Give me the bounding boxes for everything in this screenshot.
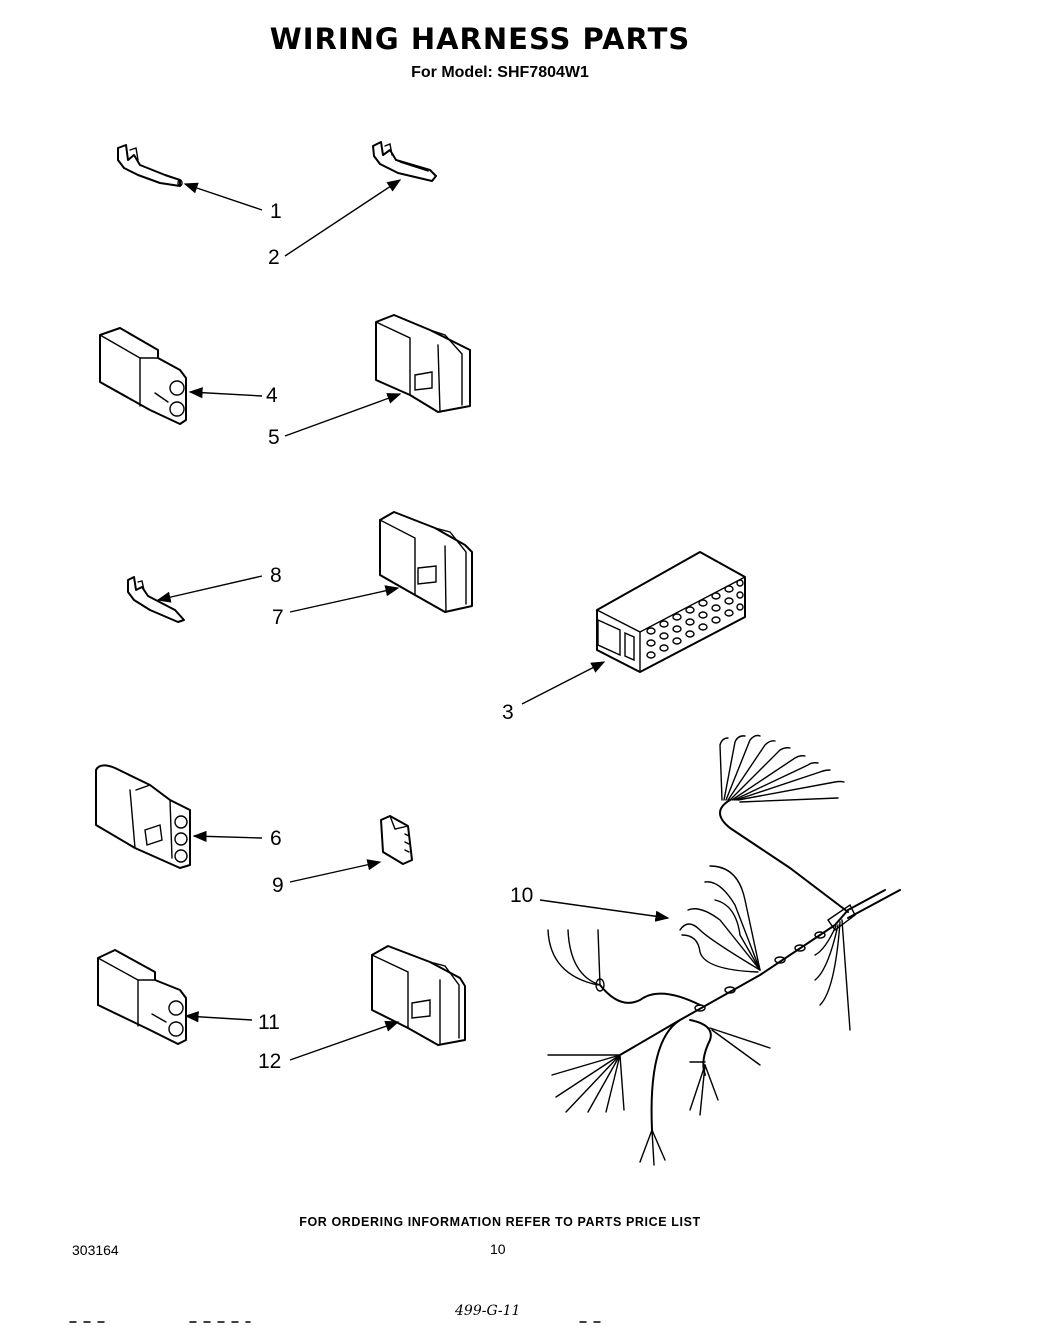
part-6-three-way-connector xyxy=(95,764,191,869)
callout-5: 5 xyxy=(268,426,280,449)
callout-2: 2 xyxy=(268,246,280,269)
leader-7 xyxy=(289,585,400,613)
part-4-two-way-connector xyxy=(99,327,187,425)
leader-4 xyxy=(188,387,263,399)
part-12-latch-connector xyxy=(371,945,466,1046)
callout-4: 4 xyxy=(266,384,278,407)
ordering-note: FOR ORDERING INFORMATION REFER TO PARTS … xyxy=(299,1215,701,1229)
callout-9: 9 xyxy=(272,874,284,897)
callout-8: 8 xyxy=(270,564,282,587)
leader-2 xyxy=(284,179,402,257)
model-subtitle: For Model: SHF7804W1 xyxy=(411,64,589,81)
leader-9 xyxy=(289,859,382,883)
leader-10 xyxy=(539,899,670,922)
pin-grid xyxy=(646,579,744,659)
callout-12: 12 xyxy=(258,1050,281,1073)
part-9-small-clip xyxy=(380,815,413,865)
leader-6 xyxy=(192,830,263,842)
part-2-female-terminal xyxy=(372,141,437,182)
callout-10: 10 xyxy=(510,884,533,907)
callout-7: 7 xyxy=(272,606,284,629)
callout-6: 6 xyxy=(270,827,282,850)
leader-8 xyxy=(156,575,263,603)
leader-12 xyxy=(289,1020,400,1061)
part-1-terminal-pin xyxy=(117,144,183,187)
leader-1 xyxy=(183,182,263,211)
part-8-small-terminal xyxy=(127,576,185,623)
document-number: 303164 xyxy=(72,1242,119,1258)
part-5-latched-connector xyxy=(375,314,471,413)
handwritten-note: 499-G-11 xyxy=(455,1303,521,1319)
page-title: WIRING HARNESS PARTS xyxy=(269,22,691,56)
leader-11 xyxy=(184,1011,253,1023)
page-number: 10 xyxy=(490,1241,506,1257)
callout-1: 1 xyxy=(270,200,282,223)
part-11-two-way-connector xyxy=(97,949,187,1045)
part-3-multi-pin-block xyxy=(596,551,746,673)
callout-3: 3 xyxy=(502,701,514,724)
part-10-wiring-harness xyxy=(547,734,901,1166)
leader-5 xyxy=(284,393,402,437)
callout-11: 11 xyxy=(258,1011,280,1034)
part-7-latch-connector xyxy=(379,511,473,613)
leader-3 xyxy=(521,661,606,705)
